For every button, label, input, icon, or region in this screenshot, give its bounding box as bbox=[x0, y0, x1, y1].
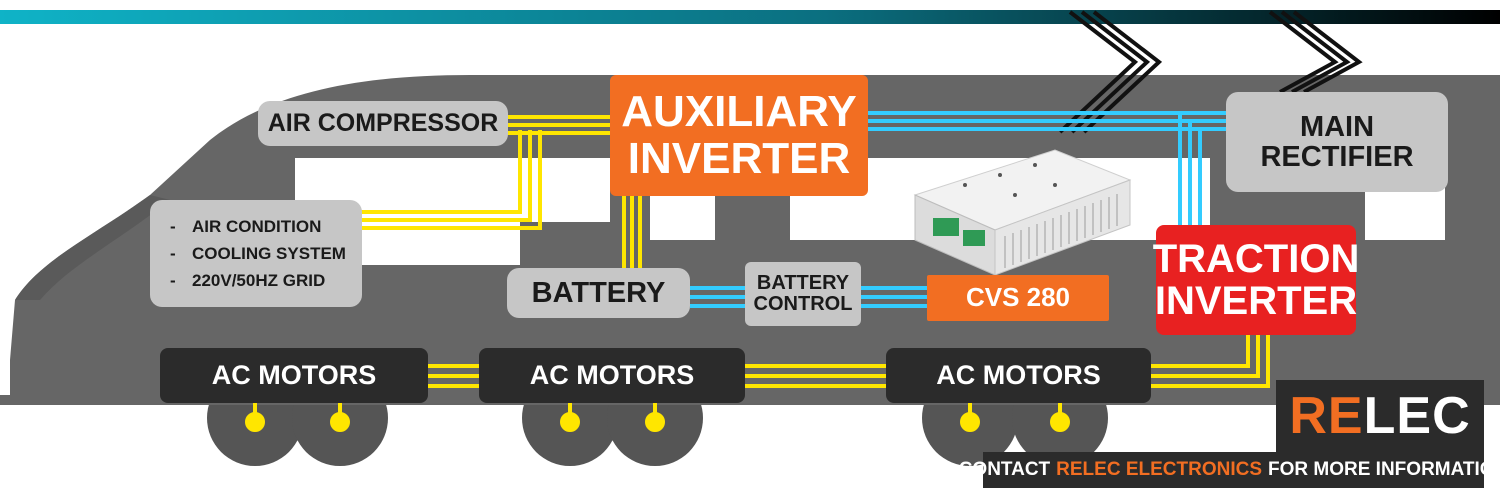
load-item: - COOLING SYSTEM bbox=[170, 240, 362, 267]
top-accent-bar bbox=[0, 10, 1500, 24]
auxiliary-loads-list: - AIR CONDITION - COOLING SYSTEM - 220V/… bbox=[150, 200, 362, 307]
pantograph-icon bbox=[1058, 10, 1363, 134]
main-rectifier-line1: MAIN bbox=[1299, 110, 1375, 143]
load-item-label: 220V/50HZ GRID bbox=[192, 270, 326, 290]
control-lines bbox=[690, 111, 1226, 308]
battery-control-line2: CONTROL bbox=[753, 293, 853, 315]
ac-motors-box: AC MOTORS bbox=[886, 348, 1151, 403]
power-supply-device-icon bbox=[913, 149, 1132, 276]
contact-banner[interactable]: CONTACT RELEC ELECTRONICS FOR MORE INFOR… bbox=[959, 452, 1500, 488]
battery-control-box: BATTERY CONTROL bbox=[745, 262, 861, 326]
main-rectifier-line2: RECTIFIER bbox=[1260, 141, 1414, 173]
ac-motors-box: AC MOTORS bbox=[479, 348, 745, 403]
traction-inverter-box: TRACTION INVERTER bbox=[1153, 225, 1359, 335]
train-body bbox=[10, 75, 1500, 405]
load-item: - AIR CONDITION bbox=[170, 213, 362, 240]
contact-company-link[interactable]: RELEC ELECTRONICS bbox=[1056, 459, 1263, 480]
air-compressor-box: AIR COMPRESSOR bbox=[258, 101, 508, 146]
contact-prefix: CONTACT bbox=[958, 459, 1051, 480]
load-item-label: COOLING SYSTEM bbox=[192, 243, 346, 263]
list-bullet: - bbox=[170, 243, 176, 263]
battery-control-line1: BATTERY bbox=[756, 272, 850, 294]
relec-logo: RELEC bbox=[1276, 380, 1484, 452]
list-bullet: - bbox=[170, 216, 176, 236]
battery-box: BATTERY bbox=[507, 268, 690, 318]
cvs-280-box: CVS 280 bbox=[927, 275, 1109, 321]
load-item: - 220V/50HZ GRID bbox=[170, 267, 362, 294]
contact-suffix: FOR MORE INFORMATION bbox=[1268, 459, 1500, 480]
auxiliary-inverter-line2: INVERTER bbox=[627, 133, 851, 183]
list-bullet: - bbox=[170, 270, 176, 290]
traction-inverter-line1: TRACTION bbox=[1152, 237, 1360, 281]
ac-motors-box: AC MOTORS bbox=[160, 348, 428, 403]
logo-lec: LEC bbox=[1363, 387, 1471, 445]
wheel-icon bbox=[245, 402, 1070, 432]
traction-inverter-line2: INVERTER bbox=[1154, 279, 1358, 323]
train-nose-shade bbox=[15, 195, 170, 300]
auxiliary-inverter-box: AUXILIARY INVERTER bbox=[610, 75, 868, 196]
power-lines bbox=[360, 115, 1270, 388]
main-rectifier-box: MAIN RECTIFIER bbox=[1226, 92, 1448, 192]
load-item-label: AIR CONDITION bbox=[192, 216, 322, 236]
logo-re: RE bbox=[1289, 387, 1364, 445]
auxiliary-inverter-line1: AUXILIARY bbox=[621, 87, 857, 137]
